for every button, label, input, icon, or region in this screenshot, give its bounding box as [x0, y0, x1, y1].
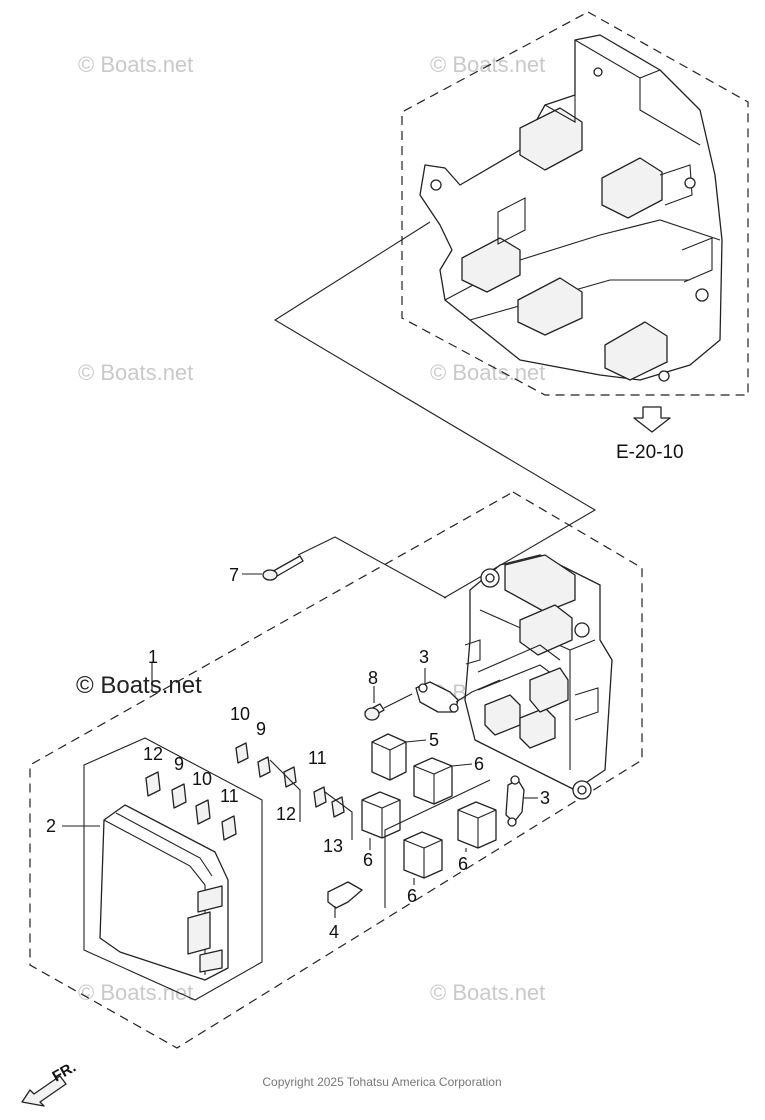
bolt-leader	[297, 536, 447, 599]
fuse-puller-4	[327, 881, 363, 918]
callout-7[interactable]: 7	[229, 565, 239, 585]
callout-10-lower[interactable]: 10	[192, 769, 212, 789]
callout-6-c[interactable]: 6	[407, 886, 417, 906]
callout-9-upper[interactable]: 9	[256, 719, 266, 739]
callouts: 1 2 3 3 4 5 6 6 6 6 7 8 9 9 10 10 11 11 …	[46, 565, 550, 942]
callout-12-mid[interactable]: 12	[276, 804, 296, 824]
fuse-holder-3-upper	[415, 668, 501, 713]
watermark-bottom-left: © Boats.net	[78, 980, 193, 1005]
watermark-dark: © Boats.net	[76, 672, 202, 699]
fuse-relay-box	[464, 554, 613, 800]
callout-12-left[interactable]: 12	[143, 744, 163, 764]
relay-6-d	[457, 801, 497, 852]
bracket-leader-line	[273, 221, 597, 599]
callout-8[interactable]: 8	[368, 668, 378, 688]
copyright-text: Copyright 2025 Tohatsu America Corporati…	[262, 1075, 501, 1089]
front-direction-indicator: FR.	[21, 1059, 79, 1107]
callout-5[interactable]: 5	[429, 730, 439, 750]
relay-6-b	[361, 791, 401, 850]
lower-dashed-boundary	[29, 491, 643, 1049]
fuse-box-cover-2	[62, 737, 263, 1001]
callout-6-a[interactable]: 6	[474, 754, 484, 774]
fuses-loose	[235, 742, 353, 840]
upper-dashed-boundary	[401, 11, 749, 396]
relay-group-line	[384, 779, 491, 908]
fuse-holder-3-lower	[505, 775, 538, 827]
callout-13[interactable]: 13	[323, 836, 343, 856]
bolt-7	[242, 555, 304, 581]
watermark-mid-right: © Boats.net	[430, 360, 545, 385]
reference-arrow: E-20-10	[616, 406, 684, 463]
watermark-bottom-right: © Boats.net	[430, 980, 545, 1005]
callout-9-lower[interactable]: 9	[174, 754, 184, 774]
callout-1[interactable]: 1	[148, 647, 158, 667]
relay-5	[371, 733, 427, 781]
callout-2[interactable]: 2	[46, 816, 56, 836]
relay-6-a	[413, 757, 473, 805]
callout-11-lower[interactable]: 11	[220, 786, 239, 806]
callout-3-upper[interactable]: 3	[419, 647, 429, 667]
watermark-top-left: © Boats.net	[78, 52, 193, 77]
watermark-top-right: © Boats.net	[430, 52, 545, 77]
callout-4[interactable]: 4	[329, 922, 339, 942]
watermark-mid-left: © Boats.net	[78, 360, 193, 385]
screw-8	[364, 686, 413, 721]
callout-11-upper[interactable]: 11	[308, 748, 327, 768]
engine-bracket	[419, 34, 723, 382]
callout-6-d[interactable]: 6	[458, 854, 468, 874]
callout-3-lower[interactable]: 3	[540, 788, 550, 808]
callout-10-upper[interactable]: 10	[230, 704, 250, 724]
relay-6-c	[403, 831, 443, 885]
reference-label[interactable]: E-20-10	[616, 442, 684, 463]
callout-6-b[interactable]: 6	[363, 850, 373, 870]
